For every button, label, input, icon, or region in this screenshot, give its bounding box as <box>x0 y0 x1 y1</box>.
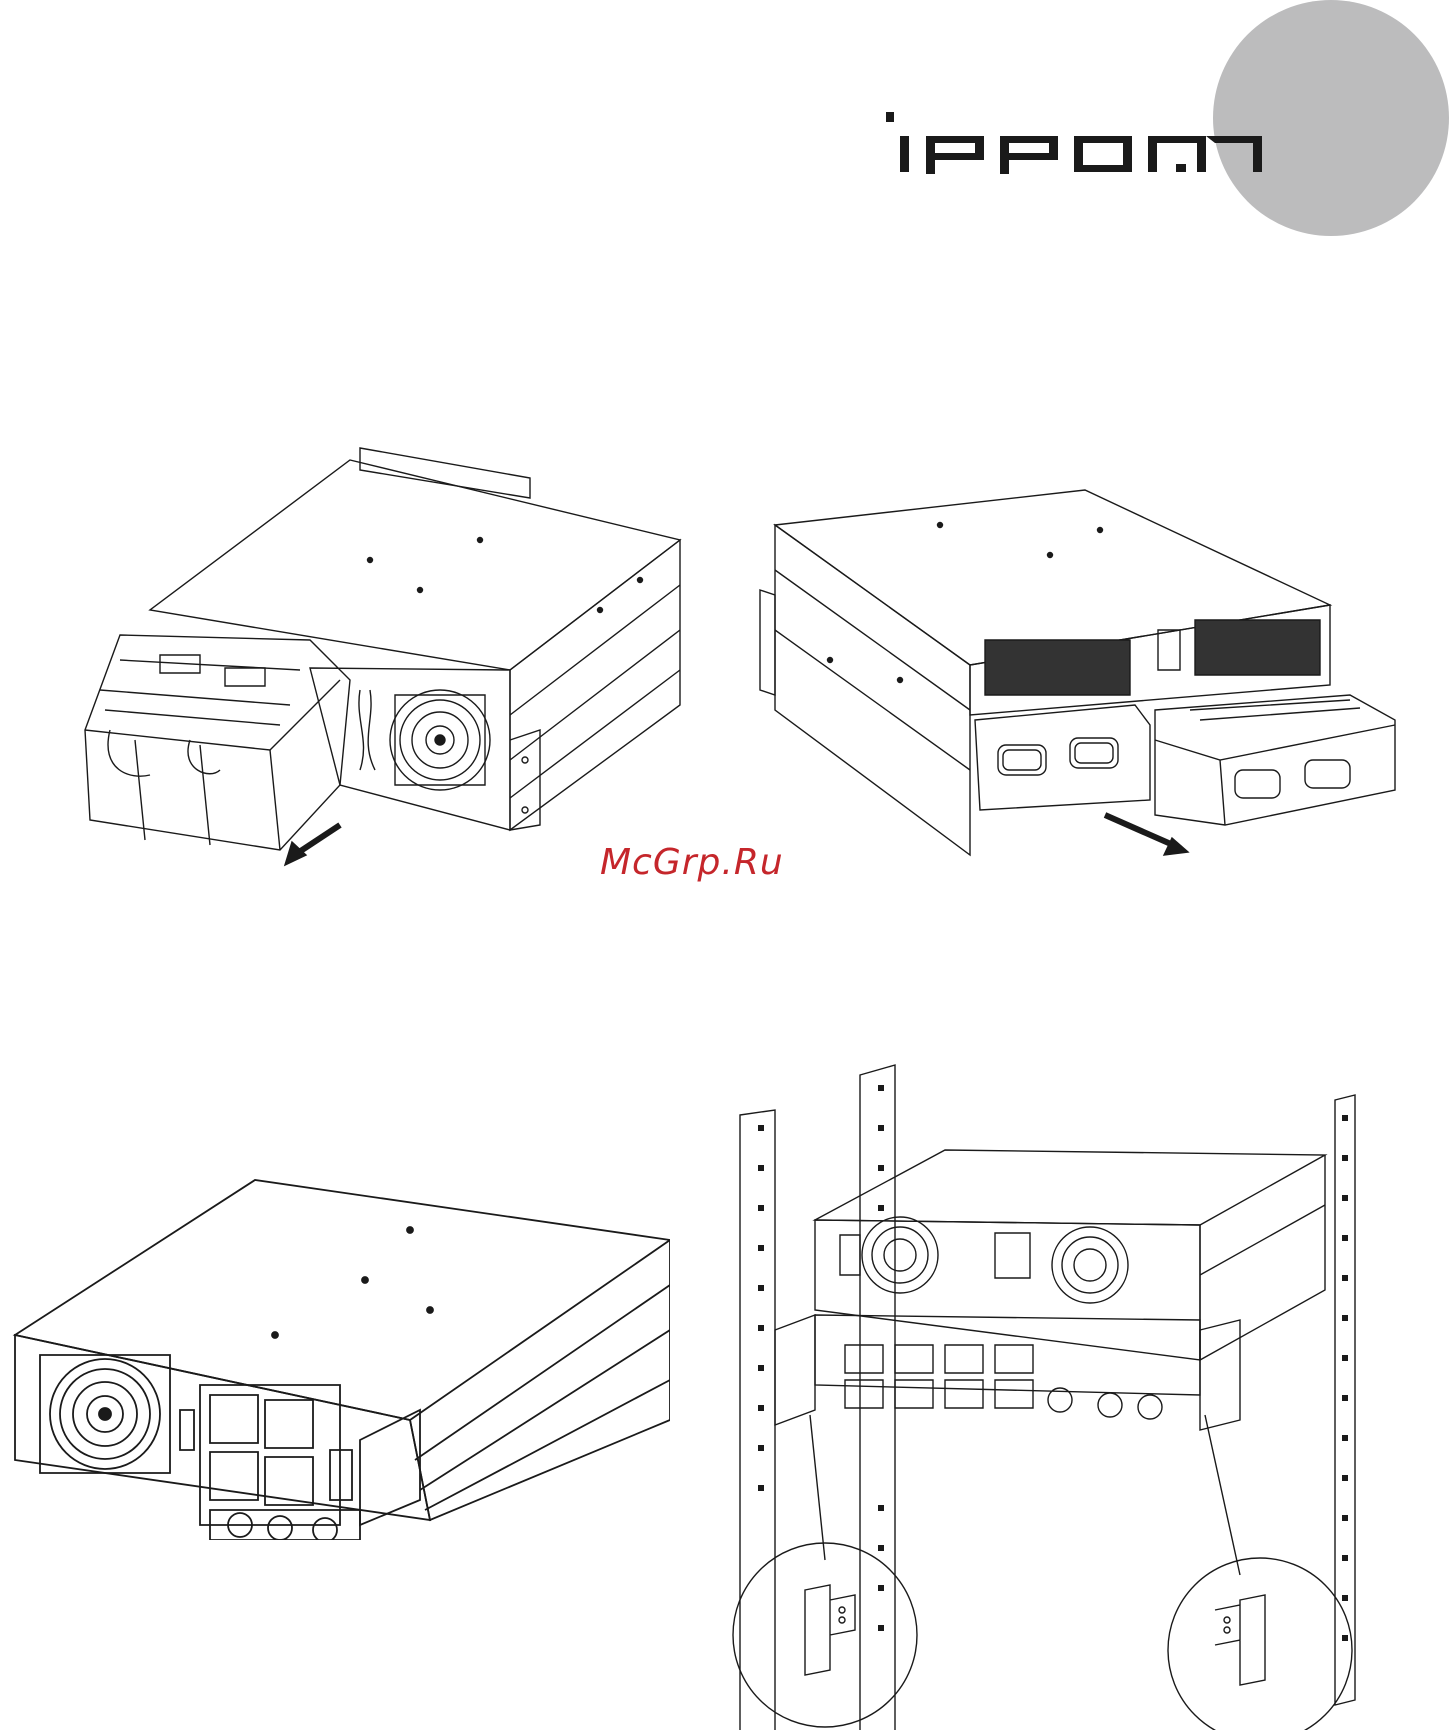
watermark: McGrp.Ru <box>600 842 860 898</box>
fig-3u-rear-view <box>10 1170 670 1540</box>
fig-6u-rack-mount <box>730 1055 1400 1730</box>
fig-3u-battery-removal <box>40 440 700 870</box>
ippon-logo <box>886 112 1266 174</box>
fig-6u-battery-removal <box>750 470 1400 870</box>
